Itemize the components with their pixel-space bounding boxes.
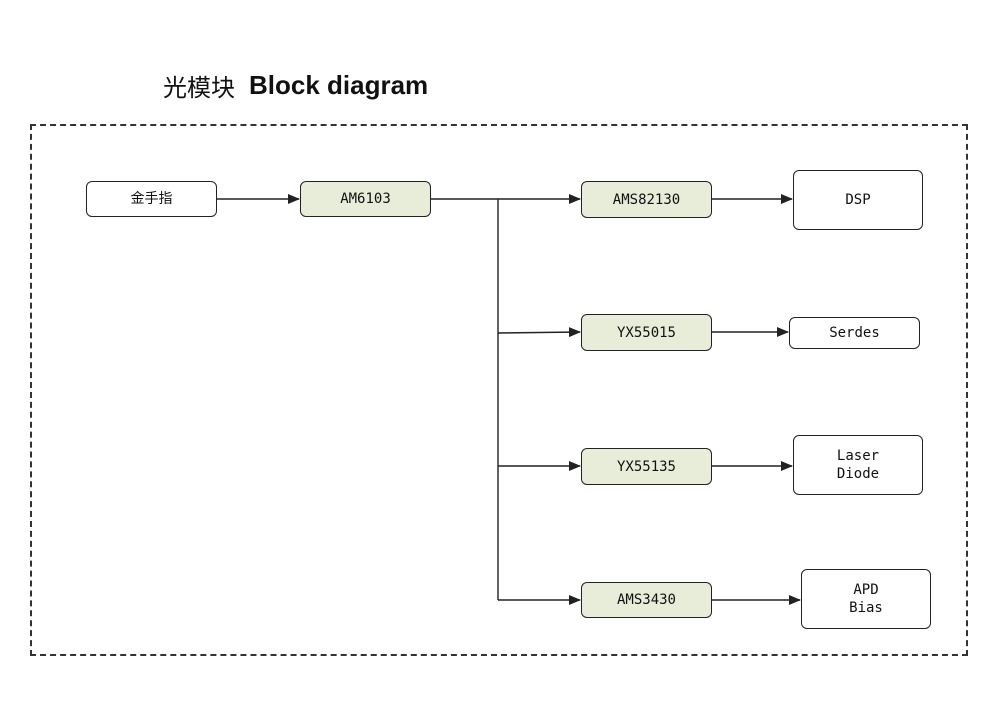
yx55135-node: YX55135 [581,448,712,485]
gold-finger-node: 金手指 [86,181,217,217]
laser-diode-label: Laser Diode [836,448,880,482]
edge-bus-yx55015 [497,327,581,338]
edge-am6103-bus [430,198,499,600]
module-boundary [30,124,968,656]
serdes-label: Serdes [829,325,880,341]
ams82130-node: AMS82130 [581,181,712,218]
yx55015-node: YX55015 [581,314,712,351]
ams3430-label: AMS3430 [616,592,676,608]
ams82130-label: AMS82130 [612,191,681,208]
dsp-node: DSP [793,170,923,230]
gold-finger-label: 金手指 [130,191,173,207]
apd-bias-label: APD Bias [849,582,883,616]
diagram-title: 光模块 Block diagram [163,68,428,102]
laser-diode-node: Laser Diode [793,435,923,495]
apd-bias-node: APD Bias [801,569,931,629]
dsp-label: DSP [845,192,871,208]
am6103-label: AM6103 [340,191,391,207]
am6103-node: AM6103 [300,181,431,217]
title-chinese: 光模块 [163,73,235,102]
title-english: Block diagram [249,69,429,100]
ams3430-node: AMS3430 [581,582,712,618]
yx55015-label: YX55015 [616,324,676,341]
yx55135-label: YX55135 [616,458,676,475]
serdes-node: Serdes [789,317,920,349]
